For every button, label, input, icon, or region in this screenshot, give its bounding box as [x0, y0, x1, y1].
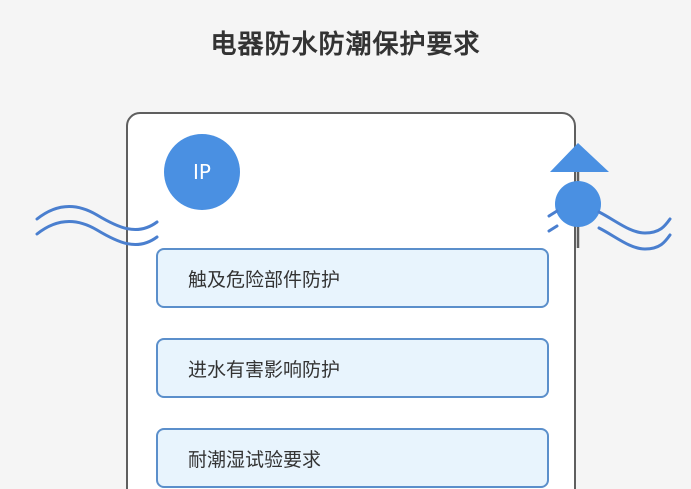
- requirement-label: 耐潮湿试验要求: [188, 448, 322, 471]
- ip-badge-label: IP: [193, 160, 211, 184]
- requirement-box-water-ingress: 进水有害影响防护: [156, 338, 549, 398]
- requirement-box-hazard-protection: 触及危险部件防护: [156, 248, 549, 308]
- requirement-label: 触及危险部件防护: [188, 268, 341, 291]
- diagram-title: 电器防水防潮保护要求: [210, 30, 481, 60]
- requirement-box-humidity-test: 耐潮湿试验要求: [156, 428, 549, 488]
- requirement-label: 进水有害影响防护: [188, 358, 341, 381]
- ip-badge: IP: [164, 134, 240, 210]
